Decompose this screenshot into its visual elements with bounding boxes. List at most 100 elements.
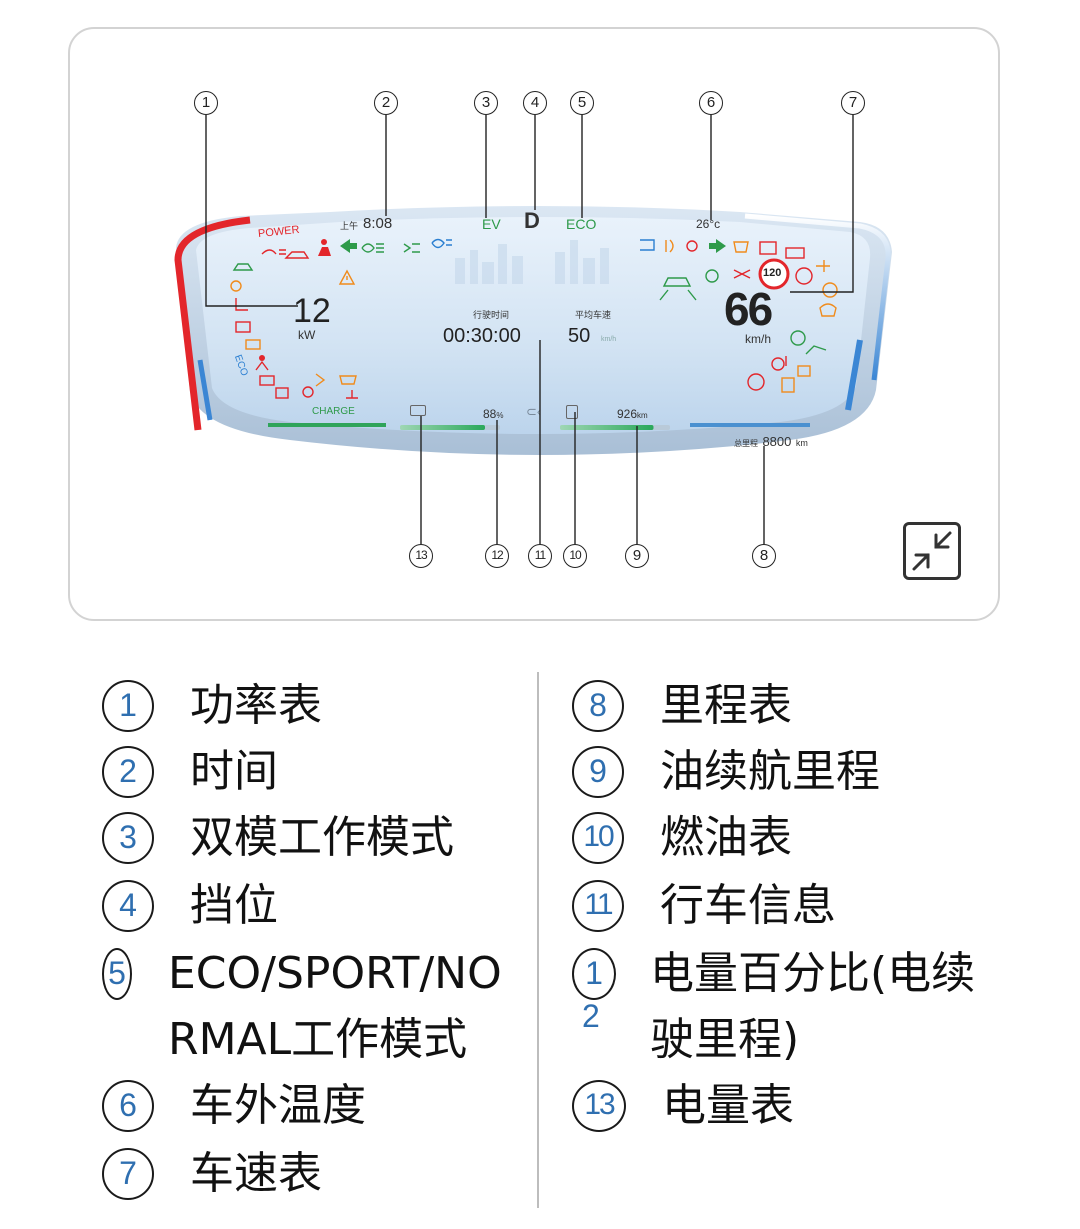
legend-text: 挡位: [190, 880, 278, 931]
time-value: 8:08: [363, 215, 393, 232]
tire-icon: [230, 280, 242, 292]
odometer-value: 8800: [762, 434, 792, 449]
legend-num: 2: [102, 746, 154, 798]
check-engine-icon: [245, 339, 261, 350]
avg-speed-label: 平均车速: [575, 310, 612, 320]
legend-num: 1: [102, 680, 154, 732]
battery-percent-value: 88: [483, 407, 497, 421]
legend-num: 5: [102, 948, 132, 1000]
battery-percent-unit: %: [496, 411, 504, 420]
callout-5: 5: [570, 91, 594, 115]
speed-unit: km/h: [745, 332, 772, 346]
coolant-icon: [346, 390, 358, 399]
speed-gauge-arc: [744, 213, 891, 381]
legend-text: 电量表: [662, 1080, 794, 1131]
legend-num: 11: [572, 880, 624, 932]
coffee-icon: [733, 241, 749, 253]
fuel-pump-icon: [566, 405, 578, 419]
speed-value: 66: [724, 283, 773, 335]
battery-icon: [410, 405, 426, 416]
collapse-button[interactable]: [903, 522, 961, 580]
fuel-level-bar: [560, 425, 654, 430]
auto-hold-icon: [790, 330, 806, 346]
legend-text: 车速表: [190, 1148, 322, 1199]
legend-divider: [537, 672, 539, 1208]
legend-text: 里程表: [660, 680, 792, 731]
legend-text: 时间: [190, 746, 278, 797]
power-gauge-arc: [174, 216, 251, 431]
callout-10: 10: [563, 544, 587, 568]
fuel-range: 926km: [617, 407, 648, 421]
car-outline-icon: [284, 251, 310, 259]
legend-text: 功率表: [190, 680, 322, 731]
speed-limit-value: 120: [763, 267, 782, 279]
legend-text-line2: RMAL工作模式: [168, 1014, 468, 1065]
brake-pad-icon: [275, 387, 289, 399]
fog-light-icon: [261, 249, 286, 255]
callout-2: 2: [374, 91, 398, 115]
legend-num: 7: [102, 1148, 154, 1200]
legend-text-line1: 电量百分比(电续: [650, 948, 976, 999]
legend-num: 3: [102, 812, 154, 864]
lamp-icon: [315, 373, 326, 387]
gear-indicator: D: [524, 208, 540, 233]
drive-mode: ECO: [566, 216, 597, 232]
right-indicator-icons: [640, 239, 838, 393]
time-prefix: 上午: [340, 221, 359, 231]
instrument-cluster: [174, 206, 892, 455]
legend-num: 4: [102, 880, 154, 932]
lane-assist-icon: [659, 289, 697, 301]
speed-limit-sign: [758, 258, 790, 290]
drive-time-label: 行驶时间: [473, 310, 510, 320]
avg-speed-value: 50: [568, 325, 591, 347]
tire-pressure-icon: [819, 303, 837, 317]
callout-lines: [205, 115, 854, 544]
seat-heat-icon: [781, 377, 795, 393]
legend-text: 燃油表: [660, 812, 792, 863]
car-follow-icon: [805, 345, 827, 355]
legend-num-line1: 1: [585, 955, 603, 991]
slip-icon: [733, 269, 751, 279]
legend-num: 13: [572, 1080, 626, 1132]
headlight-icon: [361, 243, 384, 253]
odometer-label: 总里程: [734, 439, 758, 448]
gauge-warning-icon: [771, 356, 787, 371]
brake-warning-icon: [747, 373, 765, 391]
battery-warning-icon-left: [259, 375, 275, 386]
left-indicator-icons: [230, 238, 452, 399]
callout-12: 12: [485, 544, 509, 568]
warning-triangle-icon: [338, 269, 356, 285]
legend-num-line2: 2: [582, 998, 600, 1034]
stability-icon: [662, 277, 692, 287]
legend-text: 行车信息: [660, 880, 836, 931]
steering-icon: [302, 386, 314, 398]
battery-warning-icon: [785, 247, 805, 259]
seat-icon: [235, 298, 248, 311]
outside-temperature: 26°c: [696, 217, 721, 231]
fuel-range-value: 926: [617, 407, 638, 421]
fuel-range-unit: km: [637, 411, 648, 420]
odometer: 总里程 8800 km: [734, 433, 808, 451]
high-beam-icon: [431, 238, 452, 249]
light-failure-icon: [686, 240, 698, 252]
callout-9: 9: [625, 544, 649, 568]
oil-icon: [339, 375, 357, 385]
legend-num: 9: [572, 746, 624, 798]
power-value: 12: [293, 292, 331, 330]
abs-icon: [822, 282, 838, 298]
callout-4: 4: [523, 91, 547, 115]
callout-3: 3: [474, 91, 498, 115]
legend-text: 油续航里程: [660, 746, 880, 797]
cruise-icon: [705, 269, 719, 283]
ev-charge-icon: [816, 260, 830, 272]
airbag-icon: [255, 355, 269, 371]
parking-light-icon: [403, 243, 420, 253]
legend-text: 双模工作模式: [190, 812, 454, 863]
car-door-icon: [759, 241, 777, 255]
parking-brake-icon: [795, 267, 813, 285]
cluster-screen: [196, 217, 871, 434]
legend-num: 8: [572, 680, 624, 732]
front-fog-icon: [665, 239, 674, 253]
callout-7: 7: [841, 91, 865, 115]
legend-text-line1: ECO/SPORT/NO: [168, 948, 502, 999]
